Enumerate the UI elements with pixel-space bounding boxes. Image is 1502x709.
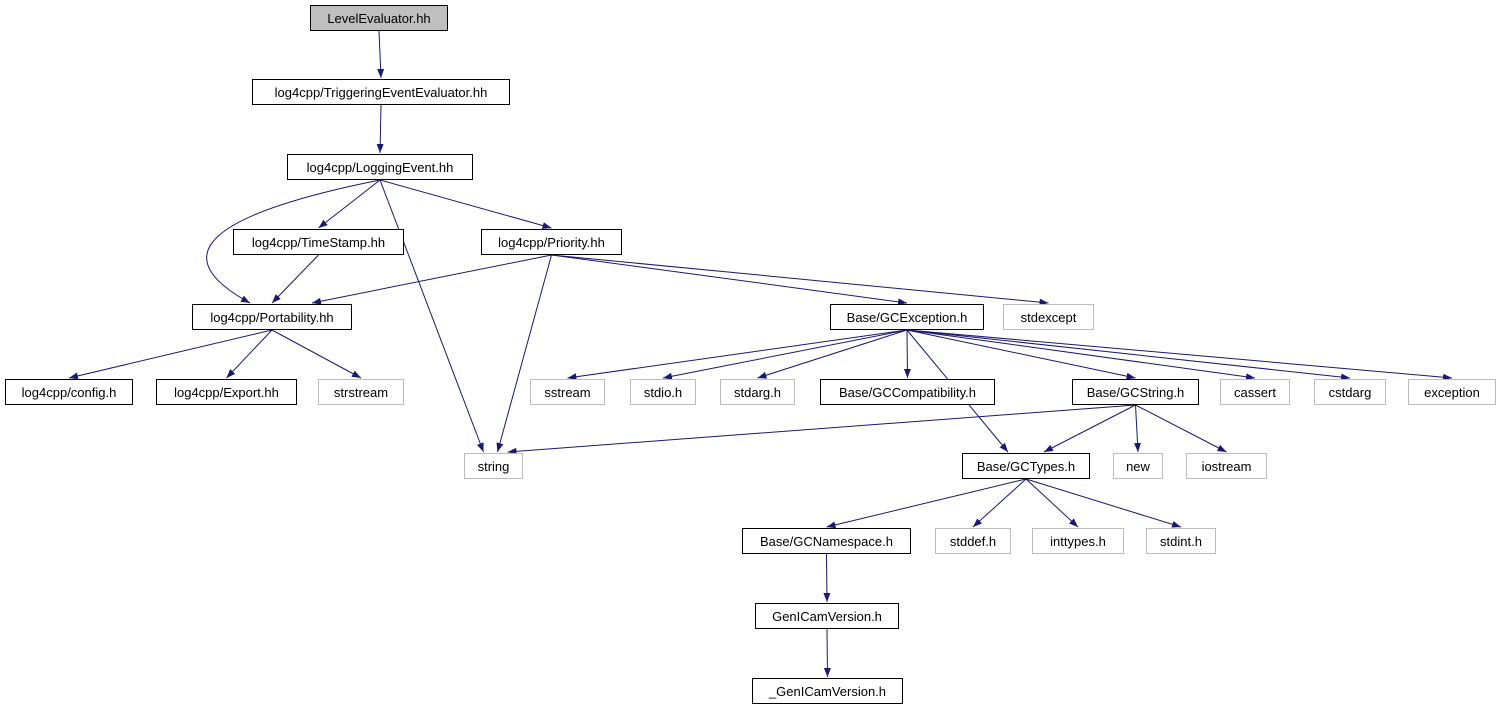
graph-node-gccompat[interactable]: Base/GCCompatibility.h	[820, 379, 995, 405]
graph-node-cstdarg: cstdarg	[1314, 379, 1386, 405]
graph-node-exception: exception	[1408, 379, 1496, 405]
graph-node-strstream: strstream	[318, 379, 404, 405]
edge-gcexception-exception	[906, 329, 1453, 381]
graph-node-cassert: cassert	[1220, 379, 1290, 405]
edge-gcexception-stdarg	[757, 329, 908, 379]
edge-portability-config	[68, 329, 273, 380]
graph-node-inttypes: inttypes.h	[1032, 528, 1124, 554]
graph-node-iostream: iostream	[1186, 453, 1267, 479]
edge-gcnamespace-genicamversion	[823, 553, 831, 603]
edge-gcexception-gcstring	[906, 329, 1136, 380]
graph-node-string: string	[464, 453, 523, 479]
edge-loggingevent-priority	[379, 179, 552, 229]
graph-node-_genicamversion[interactable]: _GenICamVersion.h	[752, 678, 903, 704]
graph-node-config[interactable]: log4cpp/config.h	[5, 379, 133, 405]
graph-node-gcstring[interactable]: Base/GCString.h	[1072, 379, 1199, 405]
edge-timestamp-portability	[271, 254, 319, 304]
edge-gcexception-stdio	[662, 329, 908, 380]
graph-node-timestamp[interactable]: log4cpp/TimeStamp.hh	[233, 229, 404, 255]
edge-gcstring-string	[507, 404, 1136, 455]
edge-gctypes-gcnamespace	[826, 478, 1027, 529]
graph-node-stddef: stddef.h	[935, 528, 1011, 554]
graph-node-portability[interactable]: log4cpp/Portability.hh	[192, 304, 352, 330]
graph-node-stdint: stdint.h	[1146, 528, 1216, 554]
edge-gcexception-cstdarg	[906, 329, 1351, 381]
edge-gcexception-sstream	[567, 329, 908, 381]
edge-leveleval-trigger	[377, 30, 385, 79]
edge-gctypes-stddef	[972, 478, 1027, 528]
edge-gcstring-gctypes	[1043, 404, 1136, 453]
edge-gctypes-inttypes	[1025, 478, 1079, 528]
edge-gcstring-iostream	[1135, 404, 1227, 453]
graph-node-genicamversion[interactable]: GenICamVersion.h	[755, 603, 899, 629]
graph-node-gcexception[interactable]: Base/GCException.h	[830, 304, 984, 330]
edge-gcexception-gccompat	[903, 329, 911, 379]
edge-priority-gcexception	[551, 254, 908, 306]
graph-node-stdio: stdio.h	[630, 379, 696, 405]
graph-node-sstream: sstream	[530, 379, 605, 405]
graph-node-priority[interactable]: log4cpp/Priority.hh	[481, 229, 622, 255]
graph-node-stdexcept: stdexcept	[1003, 304, 1094, 330]
graph-node-stdarg: stdarg.h	[720, 379, 795, 405]
graph-node-new: new	[1113, 453, 1163, 479]
edge-priority-stdexcept	[551, 254, 1049, 306]
graph-node-leveleval[interactable]: LevelEvaluator.hh	[310, 5, 448, 31]
edge-loggingevent-portability	[206, 179, 381, 304]
graph-node-loggingevent[interactable]: log4cpp/LoggingEvent.hh	[287, 154, 473, 180]
edge-loggingevent-string	[379, 179, 484, 453]
edge-portability-strstream	[271, 329, 362, 379]
graph-node-trigger[interactable]: log4cpp/TriggeringEventEvaluator.hh	[252, 79, 510, 105]
edge-gctypes-stdint	[1025, 478, 1182, 528]
graph-node-gcnamespace[interactable]: Base/GCNamespace.h	[742, 528, 911, 554]
edge-loggingevent-timestamp	[318, 179, 381, 229]
edge-priority-portability	[311, 254, 552, 305]
edge-gcstring-new	[1134, 404, 1142, 453]
edge-gcexception-cassert	[906, 329, 1256, 381]
graph-node-export[interactable]: log4cpp/Export.hh	[156, 379, 297, 405]
graph-node-gctypes[interactable]: Base/GCTypes.h	[962, 453, 1090, 479]
edge-portability-export	[226, 329, 273, 379]
edge-genicamversion-_genicamversion	[823, 628, 831, 678]
edge-priority-string	[496, 254, 552, 453]
edge-trigger-loggingevent	[376, 104, 384, 154]
